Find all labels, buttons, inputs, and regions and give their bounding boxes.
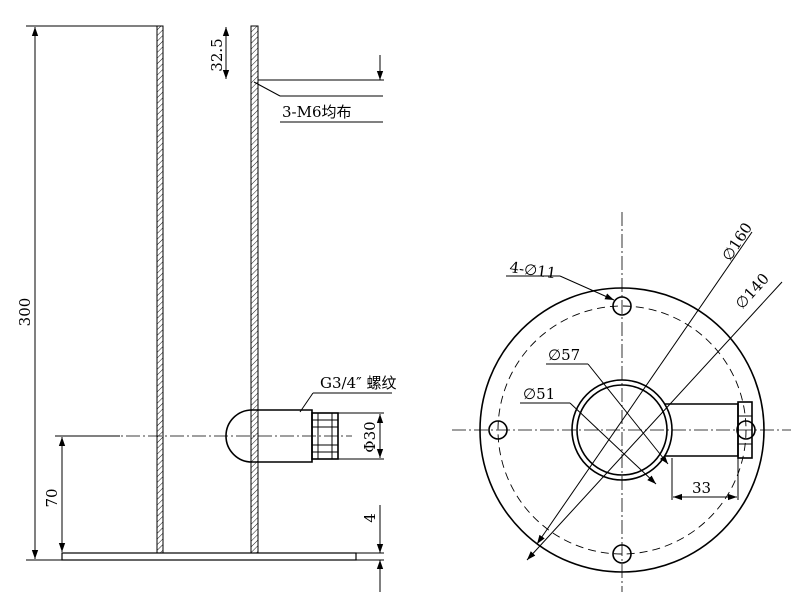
tube-right-wall: [250, 25, 259, 554]
bolt-hole-top: [612, 296, 632, 316]
dim-top-hole-offset: 32.5: [208, 38, 226, 71]
bolt-circle: [497, 305, 747, 555]
dim-tube-id: ∅51: [523, 385, 555, 403]
top-view: ∅160 ∅140 4-∅11 ∅57 ∅51 33: [452, 212, 791, 592]
dim-bolt-holes: 4-∅11: [508, 258, 557, 282]
bolt-hole-right: [736, 420, 756, 440]
note-mounting-holes: 3-M6均布: [282, 103, 352, 121]
dim-bolt-circle: ∅140: [732, 270, 773, 313]
outlet-projection: [665, 401, 753, 459]
flange-outer-circle: [479, 287, 765, 573]
base-plate: [61, 552, 357, 561]
dim-flange-od: ∅160: [718, 219, 756, 264]
dim-plate-thickness: 4: [361, 513, 379, 523]
bolt-hole-bottom: [612, 544, 632, 564]
tube-left-wall: [156, 25, 164, 554]
dim-outlet-diameter: Φ30: [361, 421, 379, 452]
bolt-hole-left: [488, 420, 508, 440]
tube-inner-circle: [576, 384, 668, 476]
note-thread: G3/4″ 螺纹: [320, 374, 397, 392]
dim-outlet-length: 33: [692, 479, 711, 497]
dim-tube-od: ∅57: [548, 346, 580, 364]
side-view: 300 70 4 32.5 3-M6均布 G3/4″ 螺纹 Φ30: [16, 25, 397, 592]
tube-outer-circle: [571, 379, 673, 481]
hex-nut: [311, 412, 339, 460]
dim-overall-height: 300: [16, 298, 34, 327]
dim-outlet-height: 70: [43, 488, 61, 507]
